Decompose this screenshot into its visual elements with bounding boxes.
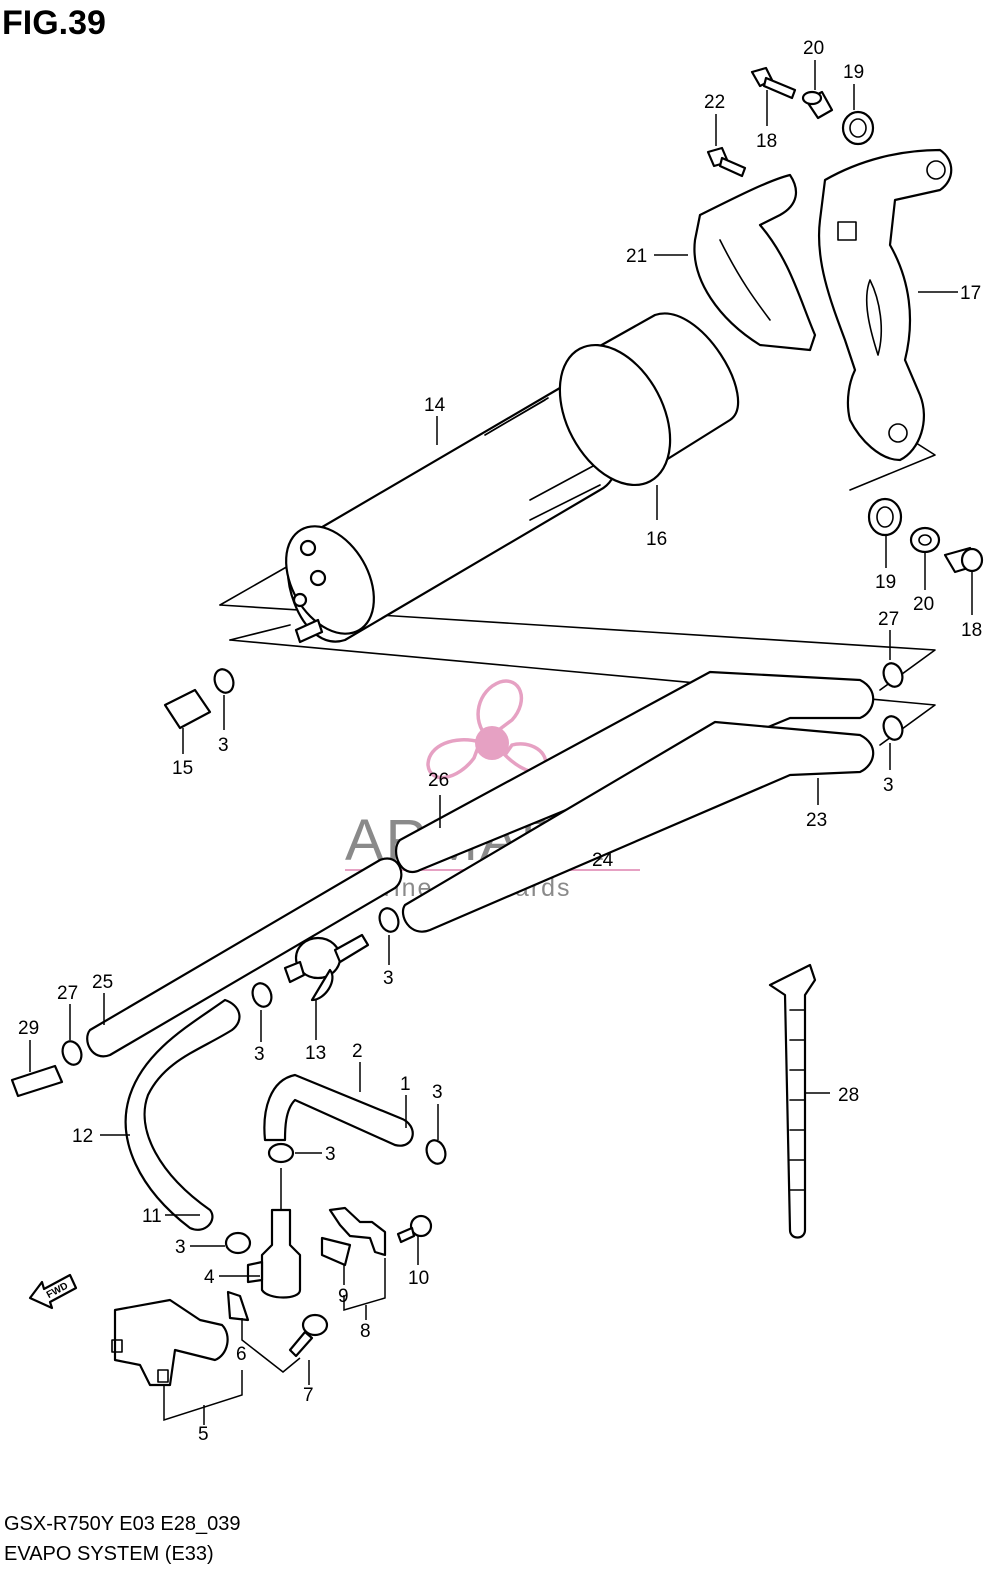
cap-part-15 (163, 688, 212, 730)
clamp-27-a (882, 662, 904, 688)
callout-18-lower: 18 (961, 620, 982, 641)
callout-19-upper: 19 (843, 62, 864, 83)
bracket-part-17 (817, 148, 953, 462)
callout-9: 9 (338, 1286, 349, 1307)
hose-part-24 (402, 720, 875, 933)
canister-part-14 (285, 381, 620, 644)
cable-tie-part-28 (768, 963, 817, 1239)
callout-25: 25 (92, 972, 113, 993)
bolt-part-10 (396, 1214, 433, 1244)
fitting-part-29 (10, 1064, 64, 1098)
callout-2: 2 (352, 1041, 363, 1062)
clip-part-6 (226, 1290, 250, 1322)
callout-3-lower-left: 3 (254, 1044, 265, 1065)
hose-clamps (61, 662, 904, 1255)
callout-21: 21 (626, 246, 647, 267)
hose-part-2 (263, 1073, 414, 1147)
callout-12: 12 (72, 1126, 93, 1147)
bracket-part-8 (328, 1206, 387, 1257)
hose-part-25 (86, 857, 403, 1058)
callout-5: 5 (198, 1424, 209, 1445)
joint-part-4 (246, 1208, 302, 1299)
callout-3-right: 3 (883, 775, 894, 796)
clamp-3-g (224, 1231, 252, 1255)
callout-7: 7 (303, 1385, 314, 1406)
clamp-3-a (213, 668, 235, 694)
clamp-3-f (267, 1142, 295, 1164)
callout-6: 6 (236, 1344, 247, 1365)
callout-24: 24 (592, 850, 614, 871)
callout-19-lower: 19 (875, 572, 896, 593)
clip-part-9 (320, 1236, 352, 1267)
callout-28: 28 (838, 1085, 859, 1106)
clamp-part-21 (693, 173, 817, 352)
bolt-part-7 (288, 1313, 329, 1358)
bracket-part-5 (111, 1298, 229, 1387)
hose-part-12 (124, 998, 241, 1231)
collar-part-20-lower (909, 526, 941, 554)
callout-4: 4 (204, 1267, 215, 1288)
callout-10: 10 (408, 1268, 429, 1289)
grommet-part-19-lower (867, 497, 903, 537)
callout-1: 1 (400, 1074, 411, 1095)
callout-labels: 14 16 21 17 20 19 18 22 19 20 18 27 3 23… (18, 38, 982, 1445)
propeller-logo-icon (426, 679, 548, 780)
callout-18-upper: 18 (756, 131, 777, 152)
callout-17: 17 (960, 283, 981, 304)
callout-26: 26 (428, 770, 449, 791)
callout-8: 8 (360, 1321, 371, 1342)
clamp-3-b (882, 715, 904, 741)
footer-model-code: GSX-R750Y E03 E28_039 (4, 1513, 240, 1535)
bolt-part-18-lower (943, 546, 984, 574)
callout-3-near-2: 3 (325, 1144, 336, 1165)
callout-13: 13 (305, 1043, 326, 1064)
callout-23: 23 (806, 810, 827, 831)
valve-part-13 (283, 933, 370, 1002)
callout-11: 11 (142, 1206, 162, 1227)
callout-27-upper: 27 (878, 609, 899, 630)
grommet-part-19-upper (841, 110, 875, 146)
fwd-arrow: FWD (28, 1273, 78, 1310)
bolt-part-18-upper (750, 66, 797, 100)
callout-15: 15 (172, 758, 193, 779)
callout-3-upper-left: 3 (218, 735, 229, 756)
callout-14: 14 (424, 395, 446, 416)
leader-lines (29, 60, 973, 1425)
clamp-3-e (425, 1139, 447, 1165)
clamp-27-b (61, 1040, 83, 1066)
figure-title: FIG.39 (2, 4, 106, 42)
callout-20-upper: 20 (803, 38, 824, 59)
clamp-3-d (251, 982, 273, 1008)
bolt-part-22 (706, 146, 747, 178)
clamp-3-c (378, 907, 400, 933)
callout-22: 22 (704, 92, 725, 113)
callout-3-near-4: 3 (175, 1237, 186, 1258)
footer-system-name: EVAPO SYSTEM (E33) (4, 1543, 214, 1565)
collar-part-20-upper (801, 90, 834, 120)
callout-3-near-1: 3 (432, 1082, 443, 1103)
band-part-16 (558, 312, 740, 487)
callout-16: 16 (646, 529, 667, 550)
callout-29: 29 (18, 1018, 39, 1039)
callout-20-lower: 20 (913, 594, 934, 615)
callout-3-mid: 3 (383, 968, 394, 989)
callout-27-lower: 27 (57, 983, 78, 1004)
